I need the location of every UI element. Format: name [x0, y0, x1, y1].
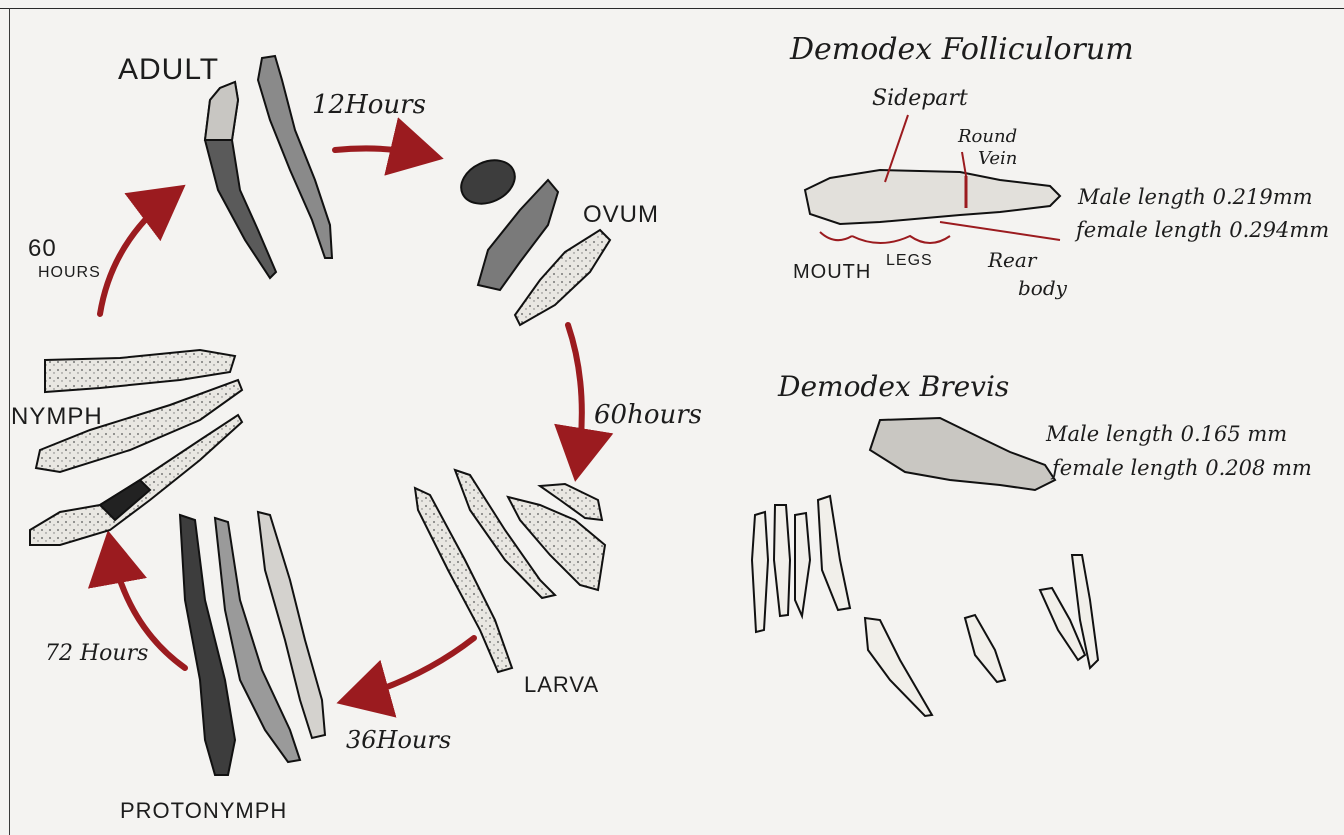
- folliculorum-label-round: Round: [958, 128, 1017, 146]
- folliculorum-female-length: female length 0.294mm: [1076, 220, 1329, 241]
- stage-label-ovum: OVUM: [583, 203, 659, 227]
- brevis-mite-5: [865, 618, 932, 716]
- stage-label-protonymph: PROTONYMPH: [120, 800, 287, 822]
- duration-ovum-to-larva: 60hours: [594, 402, 702, 428]
- stage-label-nymph: NYMPH: [11, 405, 103, 429]
- arrow-nymph-to-adult: [100, 192, 176, 314]
- brevis-drawings: [752, 418, 1098, 716]
- folliculorum-drawing: [805, 115, 1060, 243]
- duration-adult-to-ovum: 12Hours: [312, 92, 426, 118]
- folliculorum-rear-pointer: [940, 222, 1060, 240]
- brevis-mite-2: [774, 505, 790, 616]
- folliculorum-label-rear: Rear: [988, 250, 1036, 270]
- folliculorum-label-vein: Vein: [978, 150, 1017, 168]
- nymph-1: [45, 350, 235, 392]
- duration-protonymph-to-nymph: 72 Hours: [45, 643, 148, 665]
- folliculorum-title: Demodex Folliculorum: [790, 35, 1134, 65]
- stage-label-larva: LARVA: [524, 674, 599, 696]
- duration-larva-to-protonymph: 36Hours: [346, 728, 451, 752]
- folliculorum-body: [805, 170, 1060, 224]
- brevis-male-length: Male length 0.165 mm: [1046, 424, 1287, 445]
- brevis-body: [870, 418, 1055, 490]
- folliculorum-mouth-brace: [820, 232, 852, 240]
- arrow-adult-to-ovum: [335, 148, 432, 156]
- adult-mite-2: [258, 56, 332, 258]
- brevis-mite-3: [795, 513, 810, 616]
- larva-drawings: [415, 470, 605, 672]
- folliculorum-male-length: Male length 0.219mm: [1078, 187, 1313, 208]
- stage-label-adult: ADULT: [118, 55, 219, 85]
- nymph-drawings: [30, 350, 242, 545]
- brevis-title: Demodex Brevis: [778, 373, 1009, 401]
- folliculorum-label-legs: LEGS: [886, 253, 933, 269]
- brevis-mite-6: [965, 615, 1005, 682]
- folliculorum-legs-brace: [852, 236, 950, 243]
- arrow-larva-to-protonymph: [348, 638, 474, 700]
- adult-mite-1-head: [205, 82, 238, 140]
- arrow-ovum-to-larva: [568, 325, 582, 470]
- brevis-mite-4: [818, 496, 850, 610]
- folliculorum-label-mouth: MOUTH: [793, 262, 871, 282]
- duration-nymph-to-adult-unit: HOURS: [38, 265, 101, 281]
- brevis-mite-1: [752, 512, 768, 632]
- ovum-drawings: [454, 152, 610, 325]
- folliculorum-label-sidepart: Sidepart: [872, 88, 968, 110]
- ovum-egg: [454, 152, 522, 212]
- folliculorum-label-body: body: [1018, 278, 1067, 298]
- protonymph-drawings: [180, 512, 325, 775]
- duration-nymph-to-adult-number: 60: [28, 237, 57, 261]
- brevis-female-length: female length 0.208 mm: [1052, 458, 1312, 479]
